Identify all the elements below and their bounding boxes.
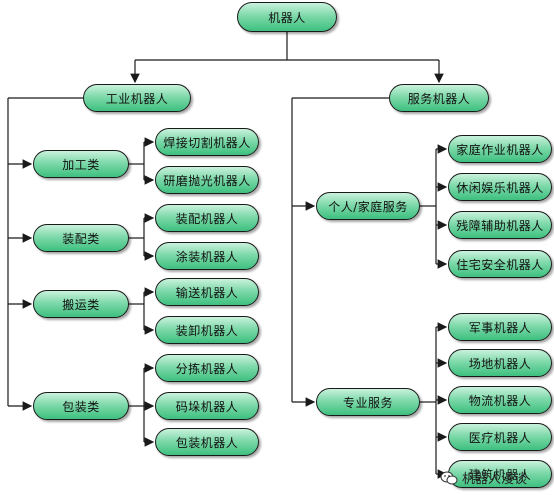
watermark-text: 机器人漫谈 xyxy=(462,472,528,487)
wechat-icon xyxy=(440,471,458,485)
leaf-home-chores: 家庭作业机器人 xyxy=(448,135,552,163)
industrial-robot-node: 工业机器人 xyxy=(83,84,191,112)
group-professional: 专业服务 xyxy=(316,388,420,416)
leaf-packaging: 包装机器人 xyxy=(155,428,259,456)
group-assembly: 装配类 xyxy=(33,224,129,252)
leaf-home-security: 住宅安全机器人 xyxy=(448,250,552,278)
leaf-welding-cutting: 焊接切割机器人 xyxy=(155,128,259,156)
leaf-sorting: 分拣机器人 xyxy=(155,354,259,382)
group-personal-home: 个人/家庭服务 xyxy=(316,192,420,220)
leaf-disability-assist: 残障辅助机器人 xyxy=(448,211,552,239)
leaf-medical: 医疗机器人 xyxy=(448,423,552,451)
leaf-loading: 装卸机器人 xyxy=(155,316,259,344)
leaf-logistics: 物流机器人 xyxy=(448,386,552,414)
leaf-field: 场地机器人 xyxy=(448,349,552,377)
root-node: 机器人 xyxy=(237,2,337,32)
leaf-military: 军事机器人 xyxy=(448,313,552,341)
group-packaging: 包装类 xyxy=(33,392,129,420)
leaf-assembly: 装配机器人 xyxy=(155,204,259,232)
group-handling: 搬运类 xyxy=(33,290,129,318)
watermark: 机器人漫谈 xyxy=(440,468,527,487)
service-robot-node: 服务机器人 xyxy=(389,84,489,112)
leaf-palletizing: 码垛机器人 xyxy=(155,392,259,420)
leaf-construction: 建筑机器人 xyxy=(448,460,552,488)
leaf-grinding-polishing: 研磨抛光机器人 xyxy=(155,166,259,194)
leaf-entertainment: 休闲娱乐机器人 xyxy=(448,173,552,201)
leaf-conveying: 输送机器人 xyxy=(155,278,259,306)
group-machining: 加工类 xyxy=(33,150,129,178)
leaf-painting: 涂装机器人 xyxy=(155,242,259,270)
